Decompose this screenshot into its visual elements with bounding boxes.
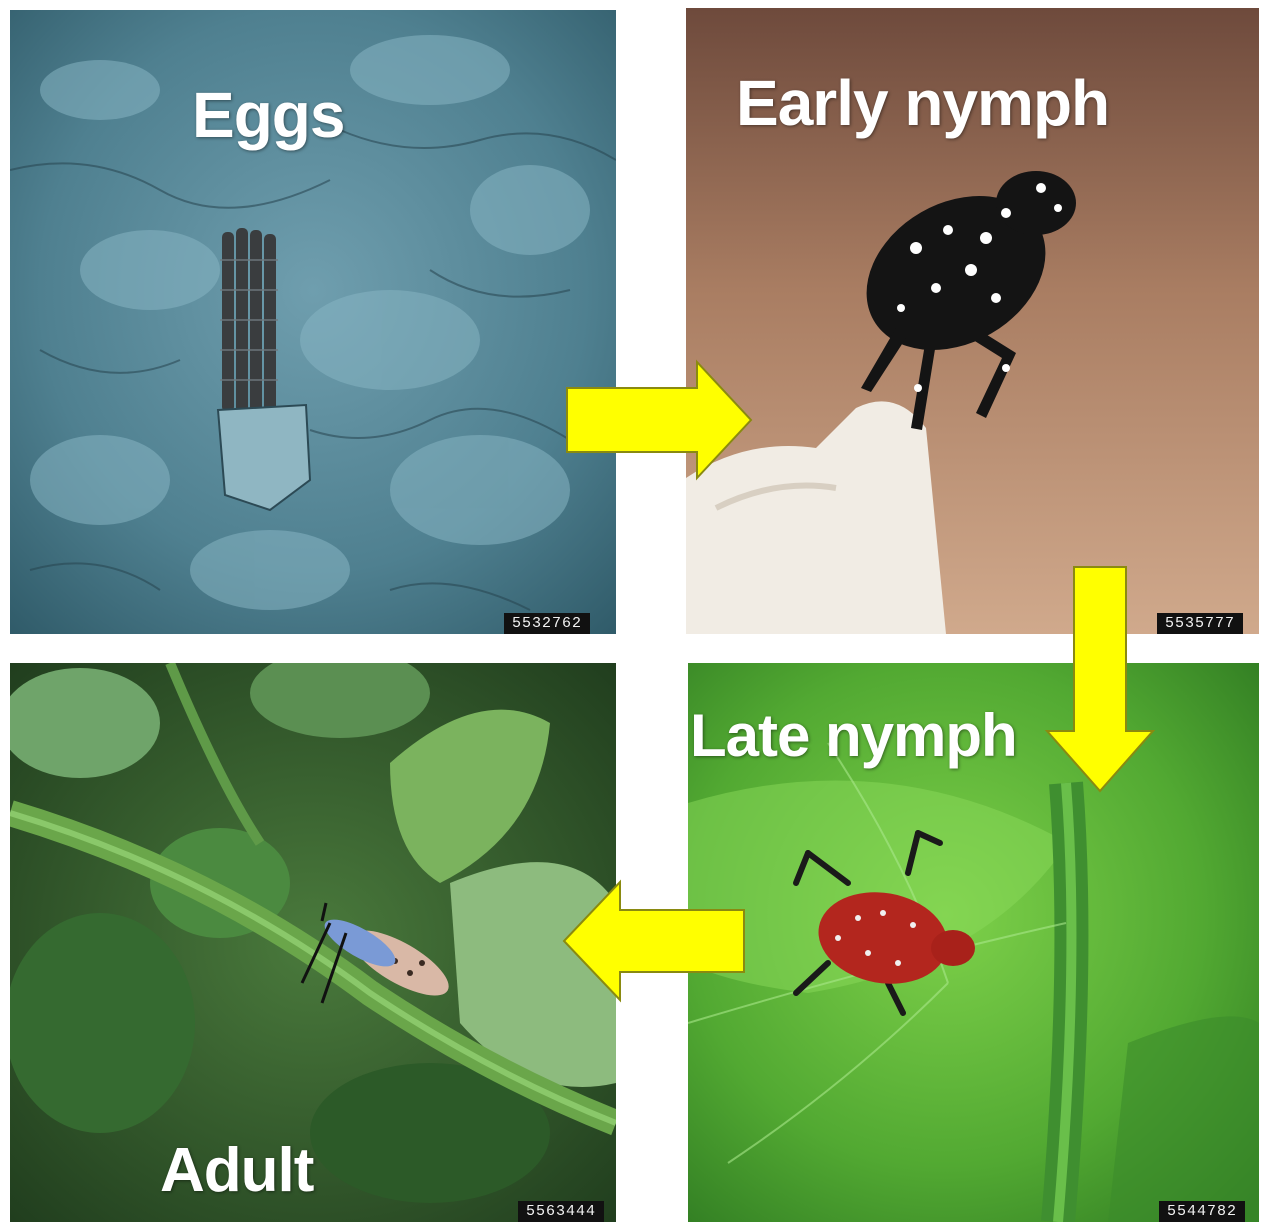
- adult-panel: Adult 5563444: [10, 663, 616, 1222]
- eggs-panel: Eggs 5532762: [10, 10, 616, 634]
- arrow-down-icon: [1045, 565, 1155, 795]
- late-nymph-image-id: 5544782: [1159, 1201, 1245, 1222]
- early-nymph-image-id: 5535777: [1157, 613, 1243, 634]
- early-nymph-panel: Early nymph 5535777: [686, 8, 1259, 634]
- adult-label: Adult: [160, 1135, 313, 1206]
- eggs-label: Eggs: [192, 78, 344, 152]
- eggs-image-id: 5532762: [504, 613, 590, 634]
- late-nymph-label: Late nymph: [690, 701, 1017, 770]
- adult-image-id: 5563444: [518, 1201, 604, 1222]
- arrow-left-icon: [560, 880, 746, 1002]
- arrow-right-icon: [565, 360, 755, 480]
- early-nymph-label: Early nymph: [736, 66, 1109, 140]
- late-nymph-panel: Late nymph 5544782: [688, 663, 1259, 1222]
